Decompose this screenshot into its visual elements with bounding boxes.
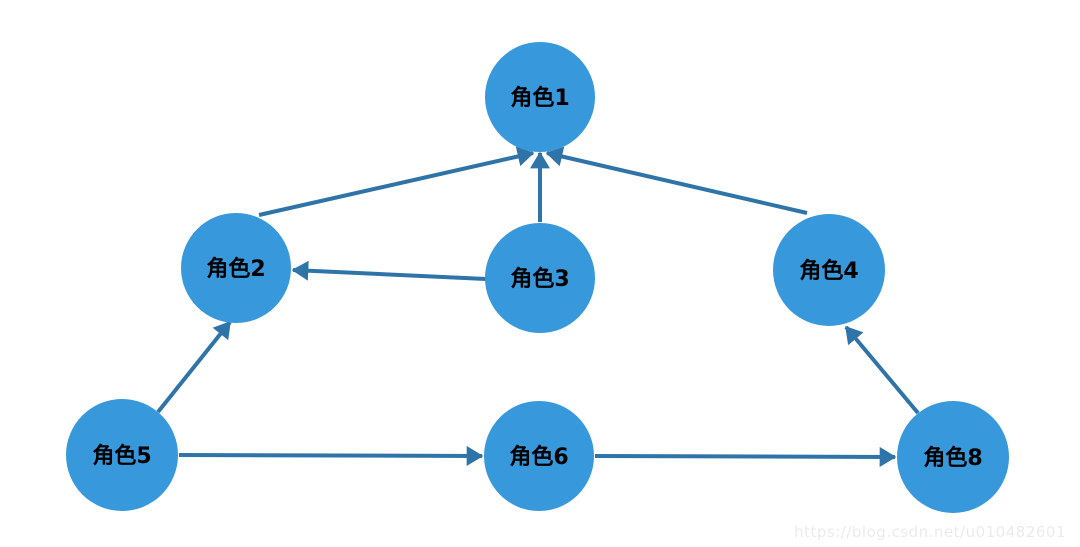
node-role2: 角色2 — [181, 213, 291, 323]
edge-role5-to-role6 — [178, 445, 484, 466]
edge-role3-to-role2 — [291, 260, 487, 281]
edge-role6-to-role8 — [594, 446, 897, 467]
edge-role2-to-role1 — [258, 146, 535, 217]
node-role5: 角色5 — [66, 399, 178, 511]
node-circle-role3 — [485, 223, 595, 333]
edge-role8-to-role4 — [844, 325, 920, 415]
node-role6: 角色6 — [484, 401, 594, 511]
node-circle-role5 — [66, 399, 178, 511]
nodes-layer: 角色1 角色2 角色3 角色4 角色5 角色6 角色8 — [66, 42, 1009, 513]
node-circle-role8 — [897, 401, 1009, 513]
edge-role4-to-role1 — [545, 146, 808, 215]
node-role4: 角色4 — [773, 214, 885, 326]
edge-role5-to-role2 — [156, 320, 232, 414]
node-label-role2: 角色2 — [206, 256, 265, 282]
node-circle-role2 — [181, 213, 291, 323]
node-label-role1: 角色1 — [510, 85, 569, 111]
node-role8: 角色8 — [897, 401, 1009, 513]
node-circle-role4 — [773, 214, 885, 326]
node-label-role4: 角色4 — [799, 258, 858, 284]
node-role1: 角色1 — [485, 42, 595, 152]
node-circle-role1 — [485, 42, 595, 152]
edges-layer — [156, 146, 920, 467]
node-label-role3: 角色3 — [510, 266, 569, 292]
watermark-text: https://blog.csdn.net/u010482601 — [794, 523, 1066, 541]
node-label-role6: 角色6 — [509, 444, 568, 470]
node-circle-role6 — [484, 401, 594, 511]
node-role3: 角色3 — [485, 223, 595, 333]
node-label-role8: 角色8 — [923, 445, 982, 471]
node-label-role5: 角色5 — [92, 443, 151, 469]
